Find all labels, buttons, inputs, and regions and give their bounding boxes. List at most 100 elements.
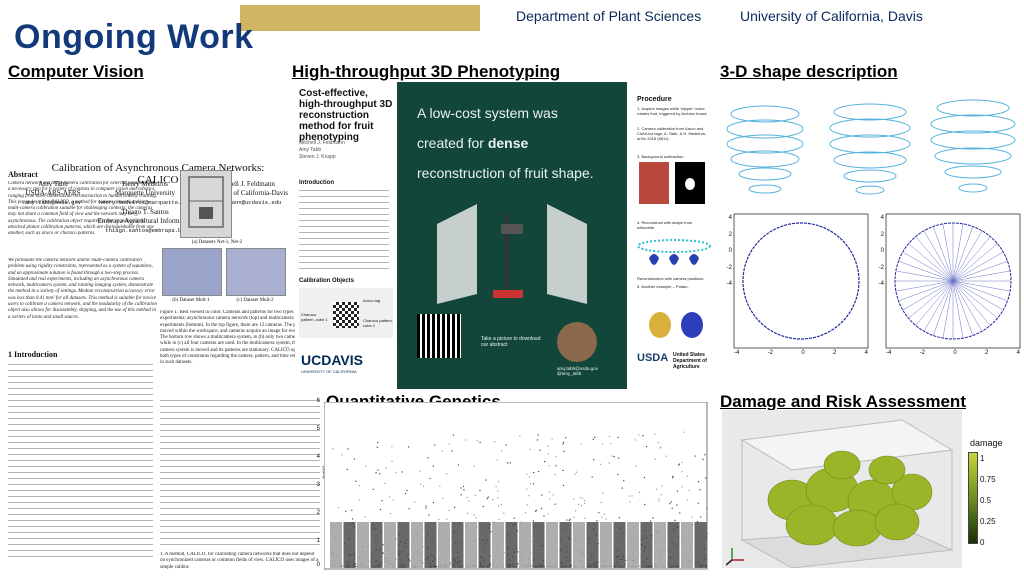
figure-mult2-photo	[226, 248, 286, 296]
manhattan-point	[702, 458, 704, 461]
manhattan-point	[705, 477, 707, 479]
manhattan-point	[529, 482, 531, 485]
manhattan-point	[382, 544, 384, 546]
manhattan-point	[706, 532, 708, 535]
qr-caption: Take a picture to download our abstract	[481, 336, 541, 348]
author-email: thiago.santos@embrapa.br	[105, 227, 185, 234]
manhattan-point	[629, 501, 631, 503]
manhattan-point	[401, 471, 403, 473]
manhattan-point	[392, 499, 394, 501]
radial-spoke	[923, 280, 954, 332]
radial-spoke	[952, 280, 998, 319]
page-title: Ongoing Work	[14, 18, 254, 56]
manhattan-point	[474, 494, 476, 496]
manhattan-point	[603, 513, 605, 515]
xtick: -2	[919, 350, 925, 356]
camera-rig-drawing	[188, 176, 224, 228]
manhattan-point	[406, 489, 408, 492]
radial-spoke	[952, 230, 983, 282]
manhattan-point	[621, 487, 623, 489]
ytick: 0	[880, 248, 884, 255]
manhattan-point	[642, 435, 644, 437]
manhattan-point	[681, 486, 683, 488]
calib-heading: Calibration Objects	[299, 278, 355, 284]
manhattan-point	[602, 492, 604, 494]
manhattan-point	[643, 476, 645, 479]
manhattan-dense-band	[600, 522, 612, 568]
radial-plot-svg	[885, 213, 1021, 349]
manhattan-point	[617, 473, 619, 476]
manhattan-point	[697, 481, 700, 483]
qr-code[interactable]	[417, 314, 461, 358]
manhattan-point	[451, 450, 453, 452]
manhattan-point	[575, 510, 577, 512]
fig-a-caption: (a) Datasets Net-1, Net-2	[191, 240, 243, 245]
manhattan-point	[439, 485, 441, 487]
manhattan-point	[524, 512, 527, 514]
manhattan-point	[497, 490, 499, 492]
manhattan-point	[611, 455, 613, 457]
manhattan-point	[377, 441, 379, 443]
ytick: 2	[880, 231, 884, 238]
author-email: mjfeldmann@ucdavis.edu	[208, 199, 282, 206]
damage-plot-svg	[740, 419, 954, 569]
manhattan-dense-band	[330, 522, 342, 568]
manhattan-dense-band	[681, 522, 693, 568]
xtick: 0	[953, 350, 957, 356]
manhattan-point	[351, 518, 354, 520]
pheno-intro-heading: Introduction	[299, 180, 334, 186]
manhattan-point	[555, 503, 557, 505]
ytick: 3	[316, 482, 320, 488]
manhattan-point	[575, 471, 578, 473]
manhattan-point	[573, 516, 575, 518]
manhattan-point	[428, 514, 430, 516]
radial-spoke	[952, 251, 1004, 282]
radial-spoke	[908, 243, 954, 282]
manhattan-point	[425, 505, 427, 507]
manhattan-point	[600, 516, 603, 518]
manhattan-point	[598, 512, 600, 514]
radial-spoke	[898, 280, 954, 302]
author-3: Mitchell J. Feldmann University of Calif…	[200, 180, 290, 207]
manhattan-point	[494, 441, 496, 443]
manhattan-point	[671, 477, 674, 479]
manhattan-point	[391, 445, 393, 448]
radial-spoke	[895, 270, 954, 282]
xtick: -4	[734, 350, 740, 356]
manhattan-point	[425, 507, 427, 509]
manhattan-point	[487, 496, 489, 498]
manhattan-point	[638, 434, 640, 436]
radial-spoke	[932, 226, 954, 282]
manhattan-point	[497, 505, 500, 507]
manhattan-point	[565, 437, 567, 439]
manhattan-point	[388, 496, 391, 498]
ytick: 4	[728, 215, 732, 221]
department-label: Department of Plant Sciences	[516, 8, 702, 24]
manhattan-point	[618, 517, 620, 519]
radial-spoke	[952, 260, 1008, 282]
manhattan-point	[434, 444, 436, 446]
manhattan-point	[503, 512, 505, 514]
manhattan-point	[462, 485, 465, 488]
manhattan-point	[555, 465, 557, 467]
ytick: 1	[316, 538, 320, 544]
manhattan-dense-band	[546, 522, 558, 568]
manhattan-point	[379, 508, 382, 511]
manhattan-point	[486, 497, 489, 500]
manhattan-point	[613, 455, 615, 458]
ucdavis-logo-sub: UNIVERSITY OF CALIFORNIA	[301, 369, 357, 374]
figure-camera-network-photo	[180, 170, 232, 238]
manhattan-point	[479, 489, 481, 492]
manhattan-point	[681, 461, 683, 463]
manhattan-point	[555, 455, 557, 458]
manhattan-point	[358, 485, 360, 487]
manhattan-point	[677, 464, 680, 466]
manhattan-point	[448, 443, 450, 445]
manhattan-point	[482, 505, 484, 508]
manhattan-point	[660, 494, 662, 496]
manhattan-point	[375, 472, 377, 474]
manhattan-point	[543, 515, 545, 517]
header-stripe	[0, 5, 480, 31]
manhattan-point	[498, 481, 500, 483]
author-name: Thiago T. Santos	[121, 208, 169, 216]
